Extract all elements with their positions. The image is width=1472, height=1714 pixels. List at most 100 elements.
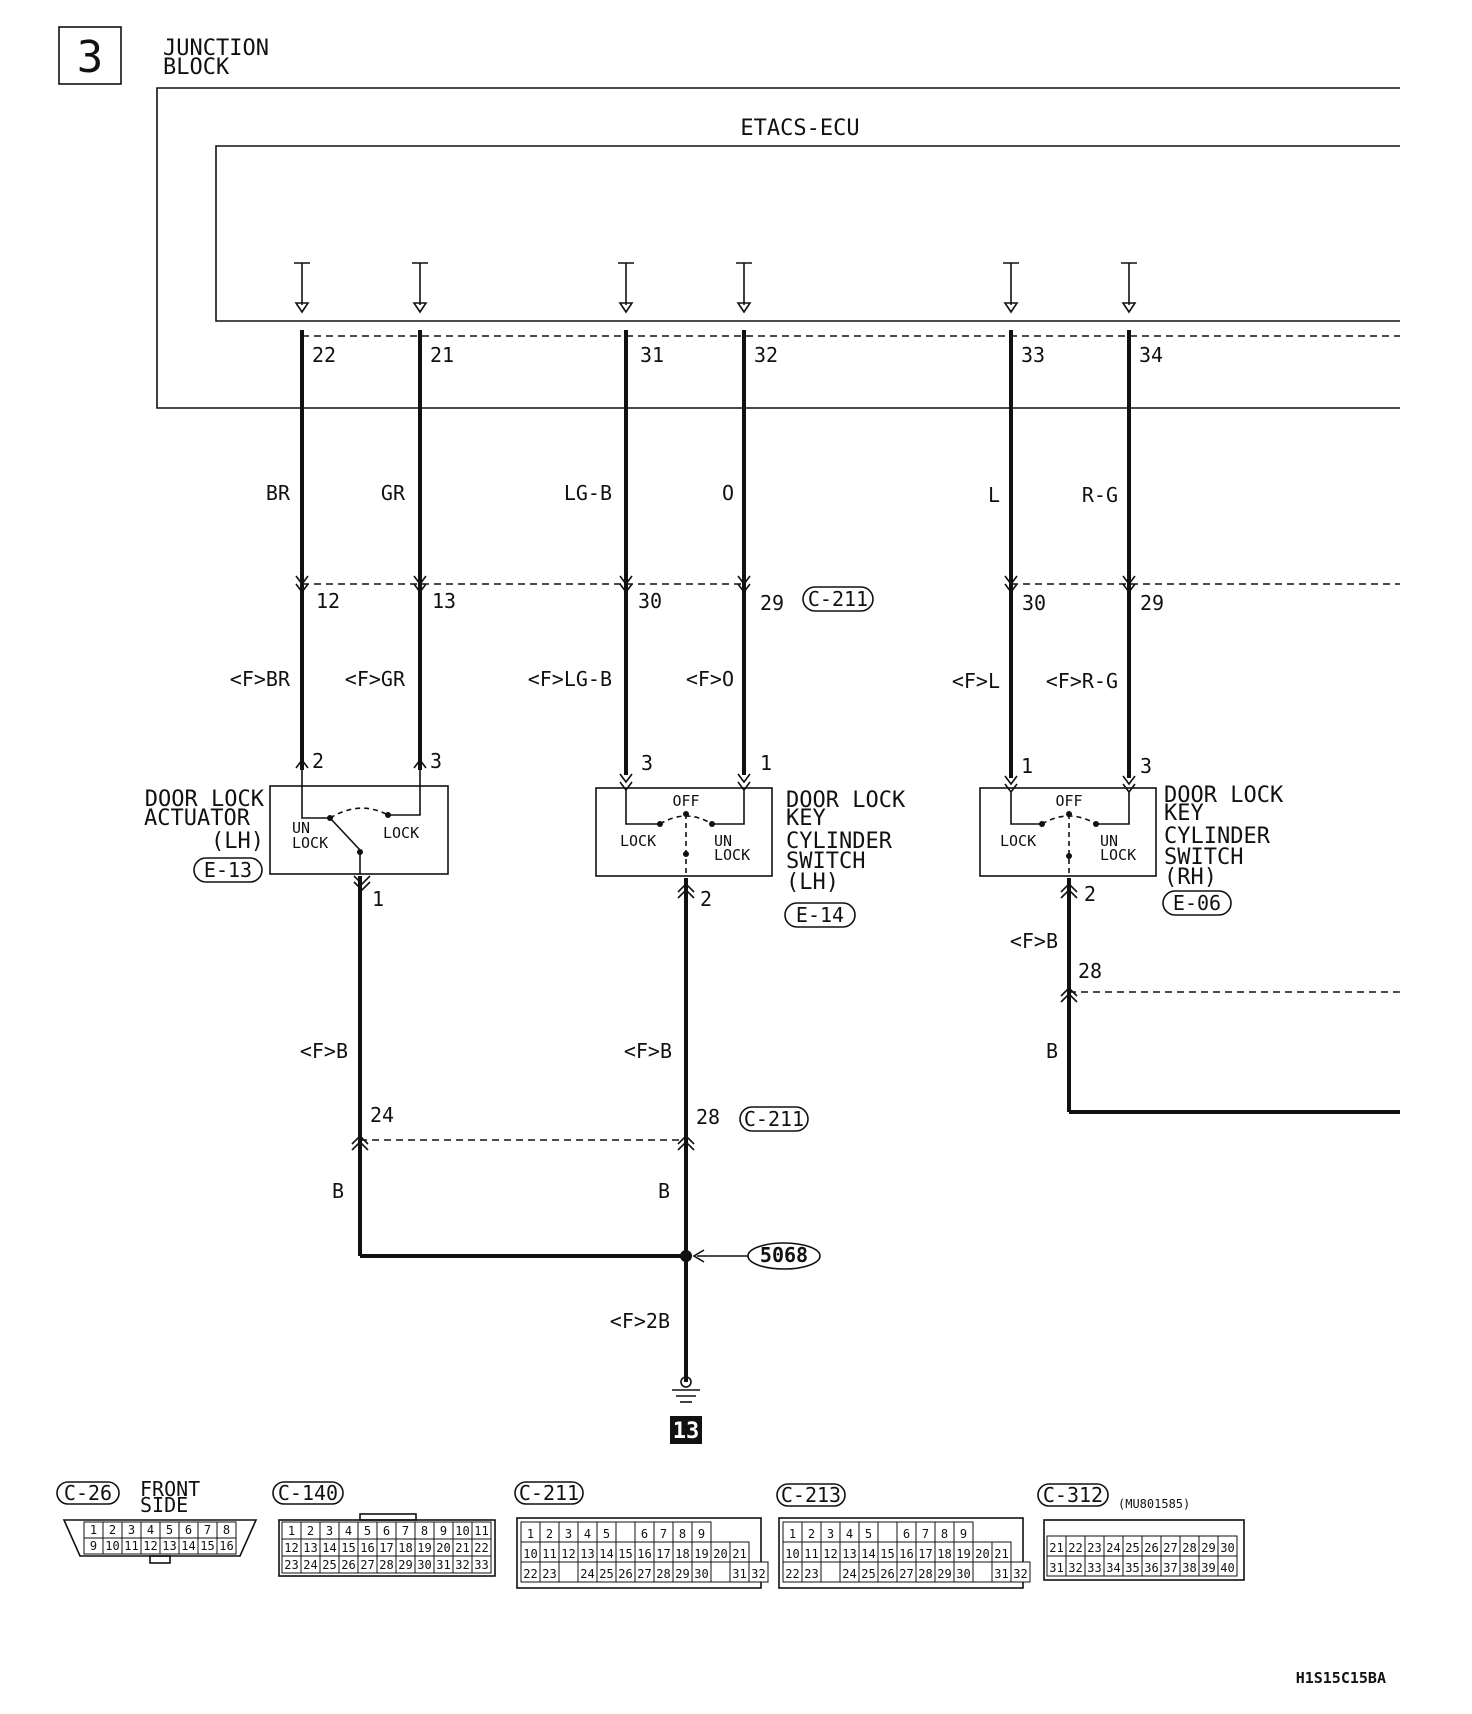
switch-lh-title-5: (LH) — [786, 870, 839, 895]
switch-rh-pin-2: 2 — [1084, 882, 1096, 906]
connector-pin-label: 23 — [542, 1567, 556, 1581]
svg-text:C-140: C-140 — [278, 1481, 338, 1505]
connector-pin-cell — [710, 1561, 731, 1583]
junction-block-outline — [156, 87, 1400, 409]
page-number-box: 3 — [58, 26, 122, 85]
connector-pin-label: 20 — [436, 1541, 450, 1555]
connector-pin-label: 23 — [284, 1558, 298, 1572]
switch-rh-pin-1: 1 — [1021, 754, 1033, 778]
connector-pin-label: 17 — [379, 1541, 393, 1555]
connector-pin-label: 33 — [1087, 1561, 1101, 1575]
connector-pin-label: 29 — [398, 1558, 412, 1572]
connector-pin-label: 7 — [660, 1527, 667, 1541]
connector-pin-label: 12 — [143, 1539, 157, 1553]
c211-connector-tag-upper: C-211 — [802, 586, 874, 612]
switch-lh-title-3: CYLINDER — [786, 829, 893, 854]
connector-pin-label: 21 — [1049, 1541, 1063, 1555]
connector-pin-label: 15 — [618, 1547, 632, 1561]
connector-pin-label: 2 — [109, 1523, 116, 1537]
connector-pin-label: 30 — [694, 1567, 708, 1581]
c211-connector-tag-lower: C-211 — [739, 1106, 809, 1132]
connector-pin-label: 14 — [861, 1547, 875, 1561]
connector-pin-label: 7 — [204, 1523, 211, 1537]
ecu-terminal-33: 33 — [1021, 343, 1045, 367]
actuator-lock-label: LOCK — [383, 824, 419, 842]
connector-pin-cell — [216, 1537, 237, 1555]
svg-text:C-211: C-211 — [808, 587, 868, 611]
ecu-input-21 — [412, 262, 428, 770]
door-lock-actuator-lh: UN LOCK LOCK — [269, 758, 449, 875]
connector-pin-label: 25 — [322, 1558, 336, 1572]
floor-wire-o: <F>O — [686, 667, 734, 691]
connector-pin-label: 24 — [580, 1567, 594, 1581]
connector-pin-label: 24 — [842, 1567, 856, 1581]
connector-pin-label: 8 — [421, 1524, 428, 1538]
floor-wire-br: <F>BR — [230, 667, 291, 691]
switch-rh-pin-3: 3 — [1140, 754, 1152, 778]
connector-pin-label: 26 — [618, 1567, 632, 1581]
c211-pin-30-lh: 30 — [638, 589, 662, 613]
svg-text:C-26: C-26 — [64, 1481, 112, 1505]
connector-pin-cell — [1217, 1555, 1238, 1577]
svg-text:E-06: E-06 — [1173, 891, 1221, 915]
ecu-terminal-21: 21 — [430, 343, 454, 367]
wire-color-gr: GR — [381, 481, 406, 505]
switch-rh-title-5: (RH) — [1164, 865, 1217, 890]
connector-pin-label: 13 — [303, 1541, 317, 1555]
connector-pin-label: 21 — [994, 1547, 1008, 1561]
connector-pin-cell — [1010, 1561, 1031, 1583]
switch-rh-unlock-label-2: LOCK — [1100, 846, 1136, 864]
connector-pin-label: 21 — [455, 1541, 469, 1555]
ecu-terminal-31: 31 — [640, 343, 664, 367]
c211-pin-12: 12 — [316, 589, 340, 613]
connector-pin-label: 4 — [345, 1524, 352, 1538]
lower-wires — [351, 875, 1400, 1403]
connector-pin-label: 9 — [960, 1527, 967, 1541]
connector-pin-cell — [615, 1521, 636, 1543]
left-body-wire: B — [332, 1179, 344, 1203]
switch-rh-lock-label: LOCK — [1000, 832, 1036, 850]
svg-text:C-312: C-312 — [1043, 1483, 1103, 1507]
ecu-input-33 — [1003, 262, 1019, 778]
connector-pin-label: 28 — [1182, 1541, 1196, 1555]
actuator-unlock-label-1: UN — [292, 819, 310, 837]
connector-pin-label: 40 — [1220, 1561, 1234, 1575]
connector-pin-label: 9 — [698, 1527, 705, 1541]
floor-wire-l: <F>L — [952, 669, 1000, 693]
connector-pin-label: 18 — [675, 1547, 689, 1561]
key-cylinder-switch-lh: OFF LOCK UN LOCK — [595, 773, 773, 877]
svg-text:(MU801585): (MU801585) — [1118, 1497, 1190, 1511]
connector-pin-label: 30 — [1220, 1541, 1234, 1555]
key-cylinder-switch-rh: OFF LOCK UN LOCK — [979, 775, 1157, 877]
connector-pin-label: 15 — [200, 1539, 214, 1553]
wire-color-br: BR — [266, 481, 291, 505]
ecu-input-32 — [736, 262, 752, 775]
connector-pin-cell — [471, 1555, 492, 1574]
connector-pin-label: 24 — [1106, 1541, 1120, 1555]
connector-pin-label: 5 — [865, 1527, 872, 1541]
actuator-pin-1: 1 — [372, 887, 384, 911]
figure-code: H1S15C15BA — [1296, 1669, 1386, 1687]
connector-pin-label: 17 — [918, 1547, 932, 1561]
left-floor-wire: <F>B — [300, 1039, 348, 1063]
connector-pin-label: 13 — [162, 1539, 176, 1553]
connector-pin-label: 14 — [599, 1547, 613, 1561]
ecu-input-34 — [1121, 262, 1137, 778]
connector-pin-label: 29 — [937, 1567, 951, 1581]
ecu-terminal-32: 32 — [754, 343, 778, 367]
connector-pin-label: 38 — [1182, 1561, 1196, 1575]
mid-c211-pin-28: 28 — [696, 1105, 720, 1129]
connector-pin-label: 30 — [956, 1567, 970, 1581]
switch-rh-title-2: KEY — [1164, 801, 1204, 826]
connector-pin-label: 8 — [941, 1527, 948, 1541]
right-pin-28: 28 — [1078, 959, 1102, 983]
connector-pin-cell — [877, 1521, 898, 1543]
right-body-wire: B — [1046, 1039, 1058, 1063]
wire-color-o: O — [722, 481, 734, 505]
connector-pin-label: 7 — [402, 1524, 409, 1538]
